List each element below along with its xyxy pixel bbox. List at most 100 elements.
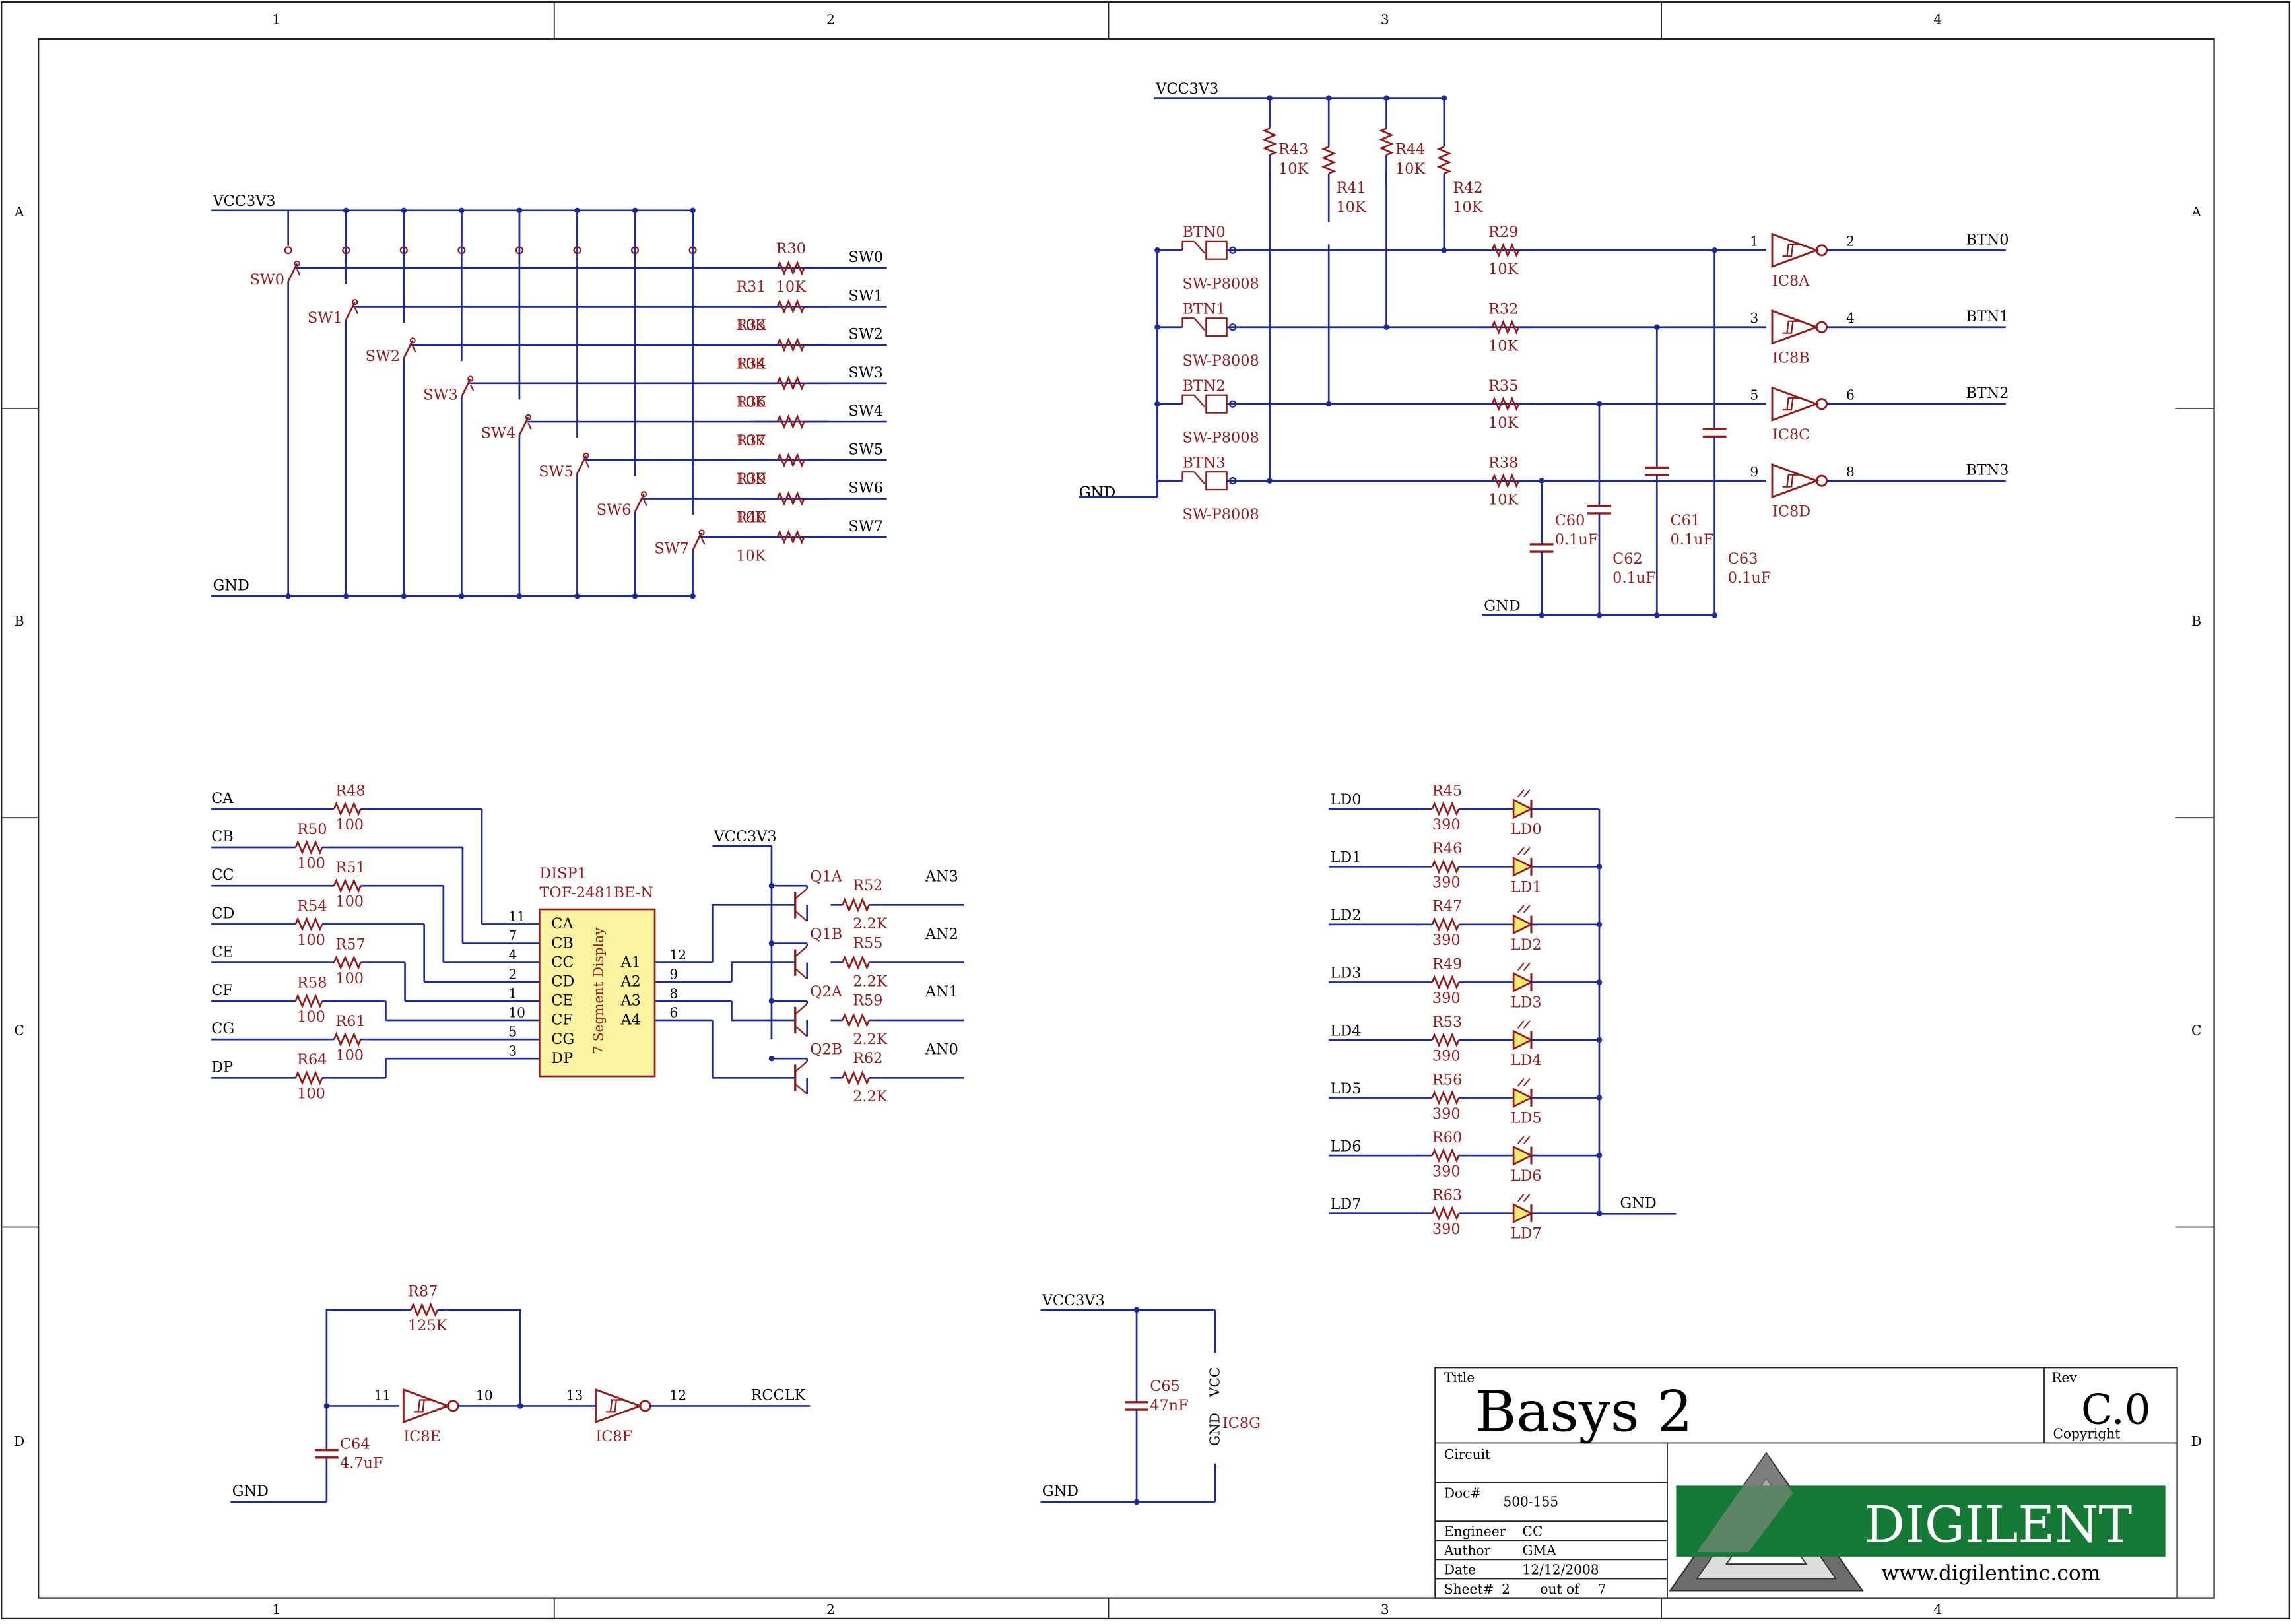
resistor-value: 10K bbox=[736, 355, 766, 372]
pin-number: 12 bbox=[669, 1388, 686, 1404]
resistor-ref: R62 bbox=[853, 1050, 882, 1067]
resistor bbox=[776, 337, 805, 352]
led-ref: LD5 bbox=[1511, 1110, 1542, 1127]
author-label: Author bbox=[1444, 1543, 1491, 1559]
led-ray bbox=[1523, 905, 1531, 913]
switch-contact bbox=[409, 337, 416, 344]
digilent-logo-mark bbox=[1696, 1453, 1793, 1553]
resistor bbox=[776, 414, 805, 430]
pin-mark bbox=[1229, 246, 1237, 254]
switch-ref: SW0 bbox=[249, 271, 284, 288]
date-value: 12/12/2008 bbox=[1523, 1562, 1599, 1578]
resistor-value: 390 bbox=[1432, 816, 1461, 833]
pin-number: 2 bbox=[508, 966, 517, 982]
resistor-value: 100 bbox=[297, 1086, 325, 1103]
resistor-ref: R48 bbox=[335, 783, 365, 800]
schmitt-mark bbox=[417, 1399, 429, 1412]
resistor-ref: R56 bbox=[1432, 1071, 1462, 1088]
net-label: AN2 bbox=[925, 926, 958, 943]
switch-contact bbox=[352, 299, 358, 306]
inverter-bubble bbox=[447, 1400, 459, 1412]
resistor-ref: R64 bbox=[297, 1051, 327, 1068]
display-pin-name: A2 bbox=[620, 973, 641, 990]
gate-ref: IC8E bbox=[403, 1428, 441, 1445]
pin-number: 6 bbox=[669, 1005, 678, 1021]
gate-ref: IC8B bbox=[1772, 349, 1810, 366]
button-symbol bbox=[1205, 394, 1228, 414]
resistor bbox=[1491, 396, 1520, 412]
resistor-ref: R49 bbox=[1432, 956, 1462, 973]
resistor bbox=[1491, 319, 1520, 335]
transistor-ref: Q1B bbox=[810, 926, 842, 943]
schmitt-mark bbox=[1782, 320, 1802, 334]
led-ref: LD0 bbox=[1511, 821, 1542, 838]
led-ray bbox=[1517, 1020, 1525, 1029]
resistor bbox=[294, 993, 323, 1009]
net-label: AN1 bbox=[925, 983, 958, 1000]
net-label: SW5 bbox=[848, 441, 883, 458]
net-label: BTN0 bbox=[1966, 231, 2009, 248]
junction-dot bbox=[1441, 247, 1447, 253]
pin-number: 2 bbox=[1846, 234, 1855, 249]
pin-number: 6 bbox=[1846, 387, 1855, 403]
switch-ref: SW1 bbox=[308, 309, 343, 327]
resistor-value: 390 bbox=[1432, 1163, 1461, 1180]
button-symbol bbox=[1205, 240, 1228, 260]
resistor-ref: R47 bbox=[1432, 898, 1462, 915]
display-body-label: 7 Segment Display bbox=[591, 927, 607, 1055]
junction-dot bbox=[768, 1055, 775, 1062]
net-label: GND bbox=[1079, 484, 1115, 501]
resistor-value: 10K bbox=[1488, 338, 1519, 355]
schmitt-mark bbox=[1786, 397, 1798, 410]
pin-number: 9 bbox=[1750, 464, 1758, 480]
net-label: GND bbox=[1079, 484, 1115, 501]
switch-ref: SW7 bbox=[654, 540, 689, 557]
inverter-bubble bbox=[639, 1400, 651, 1412]
digilent-logo-text: DIGILENT bbox=[1865, 1495, 2133, 1553]
wire bbox=[325, 1309, 403, 1406]
button-part: SW-P8008 bbox=[1182, 352, 1259, 370]
net-label: GND bbox=[1079, 484, 1115, 501]
wire bbox=[731, 961, 783, 982]
zone-col-label: 3 bbox=[1381, 12, 1389, 28]
net-label: BTN2 bbox=[1966, 385, 2009, 402]
button-ref: BTN0 bbox=[1182, 224, 1225, 241]
resistor bbox=[1262, 127, 1277, 156]
pin-number: 12 bbox=[669, 947, 686, 963]
sheet-value: 2 bbox=[1502, 1581, 1510, 1597]
net-label: RCCLK bbox=[751, 1387, 807, 1404]
resistor-value: 125K bbox=[408, 1317, 448, 1334]
zone-col-label: 2 bbox=[826, 1602, 835, 1617]
resistor-ref: R29 bbox=[1488, 224, 1518, 241]
zone-col-label: 4 bbox=[1933, 12, 1942, 28]
copyright-label: Copyright bbox=[2053, 1426, 2120, 1442]
net-label: GND bbox=[213, 577, 249, 594]
pin-number: 8 bbox=[669, 985, 678, 1001]
resistor-value: 100 bbox=[335, 1047, 364, 1064]
transistor-body bbox=[795, 910, 808, 922]
resistor bbox=[1491, 243, 1520, 258]
pin-number: 4 bbox=[508, 947, 517, 963]
resistor-value: 390 bbox=[1432, 932, 1461, 949]
led-ray bbox=[1517, 905, 1525, 913]
net-label: CA bbox=[211, 790, 234, 807]
capacitor-ref: C62 bbox=[1612, 550, 1643, 568]
net-label: LD2 bbox=[1330, 907, 1361, 924]
led-ray bbox=[1523, 962, 1531, 971]
switch-lever bbox=[576, 455, 587, 474]
net-label: LD7 bbox=[1330, 1196, 1361, 1213]
display-pin-name: DP bbox=[551, 1050, 573, 1067]
resistor bbox=[333, 878, 362, 893]
schmitt-mark bbox=[1782, 397, 1802, 411]
led-ray bbox=[1523, 789, 1531, 798]
resistor-ref: R53 bbox=[1432, 1014, 1462, 1031]
resistor-value: 10K bbox=[1488, 414, 1519, 432]
resistor-value: 10K bbox=[736, 432, 766, 449]
net-label: LD0 bbox=[1330, 791, 1361, 808]
inverter-gate bbox=[1771, 463, 1820, 499]
resistor-value: 100 bbox=[335, 816, 364, 833]
resistor-value: 10K bbox=[736, 317, 766, 334]
resistor bbox=[776, 299, 805, 314]
outof-label: out of bbox=[1540, 1581, 1580, 1597]
